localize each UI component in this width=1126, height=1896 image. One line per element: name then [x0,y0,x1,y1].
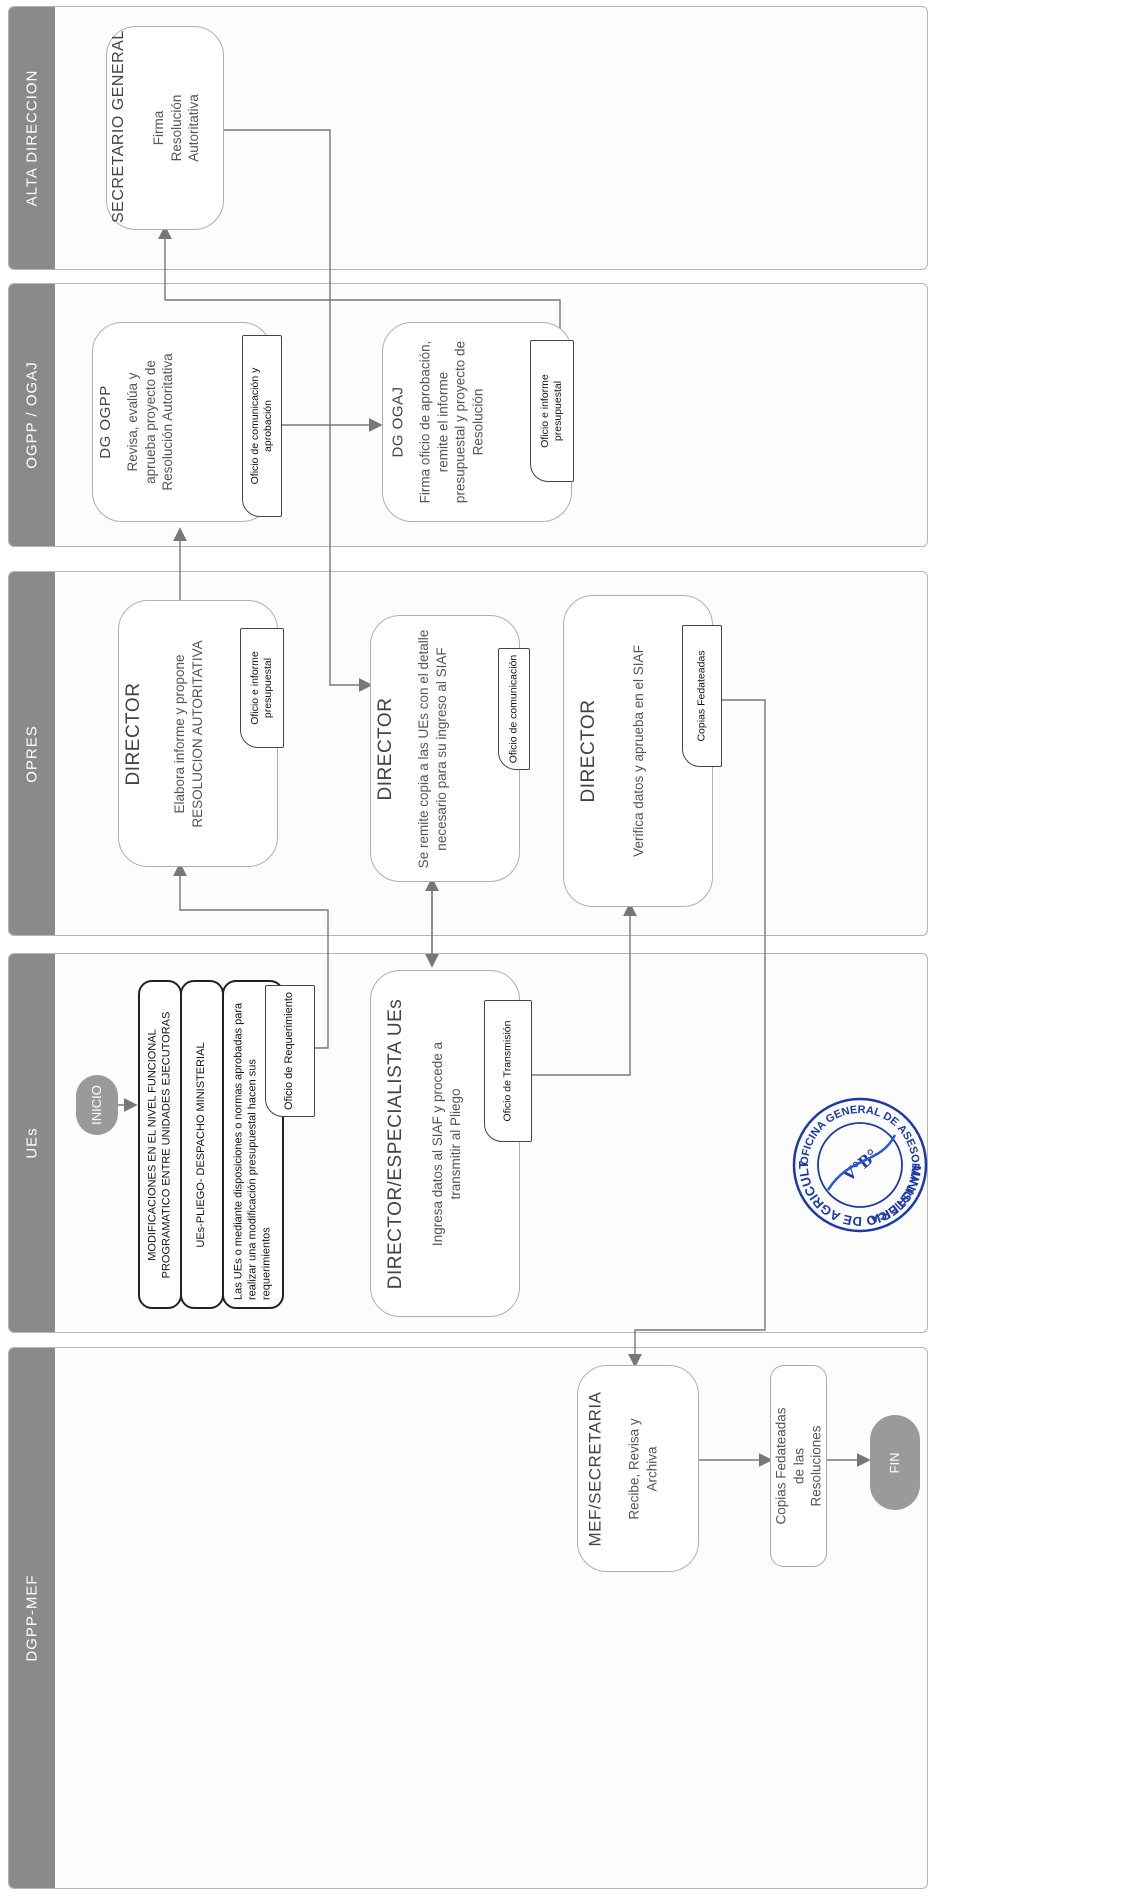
ues-requirement-box-2: UEs-PLIEGO- DESPACHO MINISTERIAL [180,980,224,1309]
ministerio-seal: MINISTERIO DE AGRICULTURA Y RIEGO OFICIN… [790,1095,928,1233]
opres-director-1-desc: Elabora informe y propone RESOLUCION AUT… [172,639,205,828]
opres-director-2-box: DIRECTOR Se remite copia a las UEs con e… [370,615,520,882]
opres-director-1-document-label: Oficio e informe presupuestal [248,651,274,725]
ues-requirement-box-1: MODIFICACIONES EN EL NIVEL FUNCIONAL PRO… [138,980,182,1309]
opres-director-3-document: Copias Fedateadas [682,625,722,767]
opres-director-2-desc: Se remite copia a las UEs con el detalle… [416,629,449,868]
mef-secretaria-box: MEF/SECRETARIA Recibe, Revisa y Archiva [577,1365,699,1572]
ues-requirement-text-1: MODIFICACIONES EN EL NIVEL FUNCIONAL PRO… [146,1011,172,1278]
fin-label: FIN [887,1452,902,1473]
ues-requirement-document-label: Oficio de Requerimiento [283,992,296,1111]
lane-header: OGPP / OGAJ [9,284,55,546]
director-especialista-document-label: Oficio de Transmisión [501,1020,514,1122]
copias-fedateadas-desc: Copias Fedateadas de las Resoluciones [773,1407,824,1525]
opres-director-1-document: Oficio e informe presupuestal [240,628,284,748]
secretario-general-desc: Firma Resolución Autoritativa [151,94,202,162]
opres-director-3-document-label: Copias Fedateadas [695,650,708,742]
dg-ogpp-desc: Revisa, evalúa y aprueba proyecto de Res… [125,353,176,491]
ues-requirement-document: Oficio de Requerimiento [265,985,315,1117]
fin-node: FIN [870,1415,920,1510]
dg-ogaj-role: DG OGAJ [389,386,407,458]
inicio-label: INICIO [89,1085,104,1125]
ogaj-document-label: Oficio e informe presupuestal [538,374,564,448]
mef-secretaria-desc: Recibe, Revisa y Archiva [626,1417,660,1520]
director-especialista-document: Oficio de Transmisión [484,1000,532,1142]
mef-secretaria-role: MEF/SECRETARIA [585,1391,605,1546]
lane-header: UEs [9,954,55,1332]
secretario-general-role: SECRETARIO GENERAL [110,30,127,223]
ues-requirement-text-2: UEs-PLIEGO- DESPACHO MINISTERIAL [195,1041,208,1248]
ogpp-document-label: Oficio de comunicación y aprobación [248,367,274,485]
ogaj-document: Oficio e informe presupuestal [530,340,574,482]
opres-director-1-role: DIRECTOR [123,682,144,785]
seal-center-text: V°B° [838,1145,881,1186]
copias-fedateadas-box: Copias Fedateadas de las Resoluciones [770,1365,827,1567]
dg-ogpp-role: DG OGPP [97,385,114,459]
dg-ogaj-desc: Firma oficio de aprobación, remite el in… [417,340,486,504]
opres-director-2-document: Oficio de comunicación [498,648,530,770]
inicio-node: INICIO [76,1075,118,1135]
opres-director-3-desc: Verifica datos y aprueba en el SIAF [631,645,646,857]
opres-director-3-role: DIRECTOR [578,699,599,803]
director-especialista-role: DIRECTOR/ESPECIALISTA UEs [385,998,406,1289]
ogpp-document: Oficio de comunicación y aprobación [242,335,282,517]
opres-director-2-document-label: Oficio de comunicación [507,654,520,764]
opres-director-2-role: DIRECTOR [375,697,396,800]
lane-header: ALTA DIRECCION [9,7,55,269]
lane-header: OPRES [9,572,55,935]
director-especialista-desc: Ingresa datos al SIAF y procede a transm… [430,1041,463,1246]
secretario-general-box: SECRETARIO GENERAL Firma Resolución Auto… [106,26,224,230]
lane-header: DGPP-MEF [9,1348,55,1888]
